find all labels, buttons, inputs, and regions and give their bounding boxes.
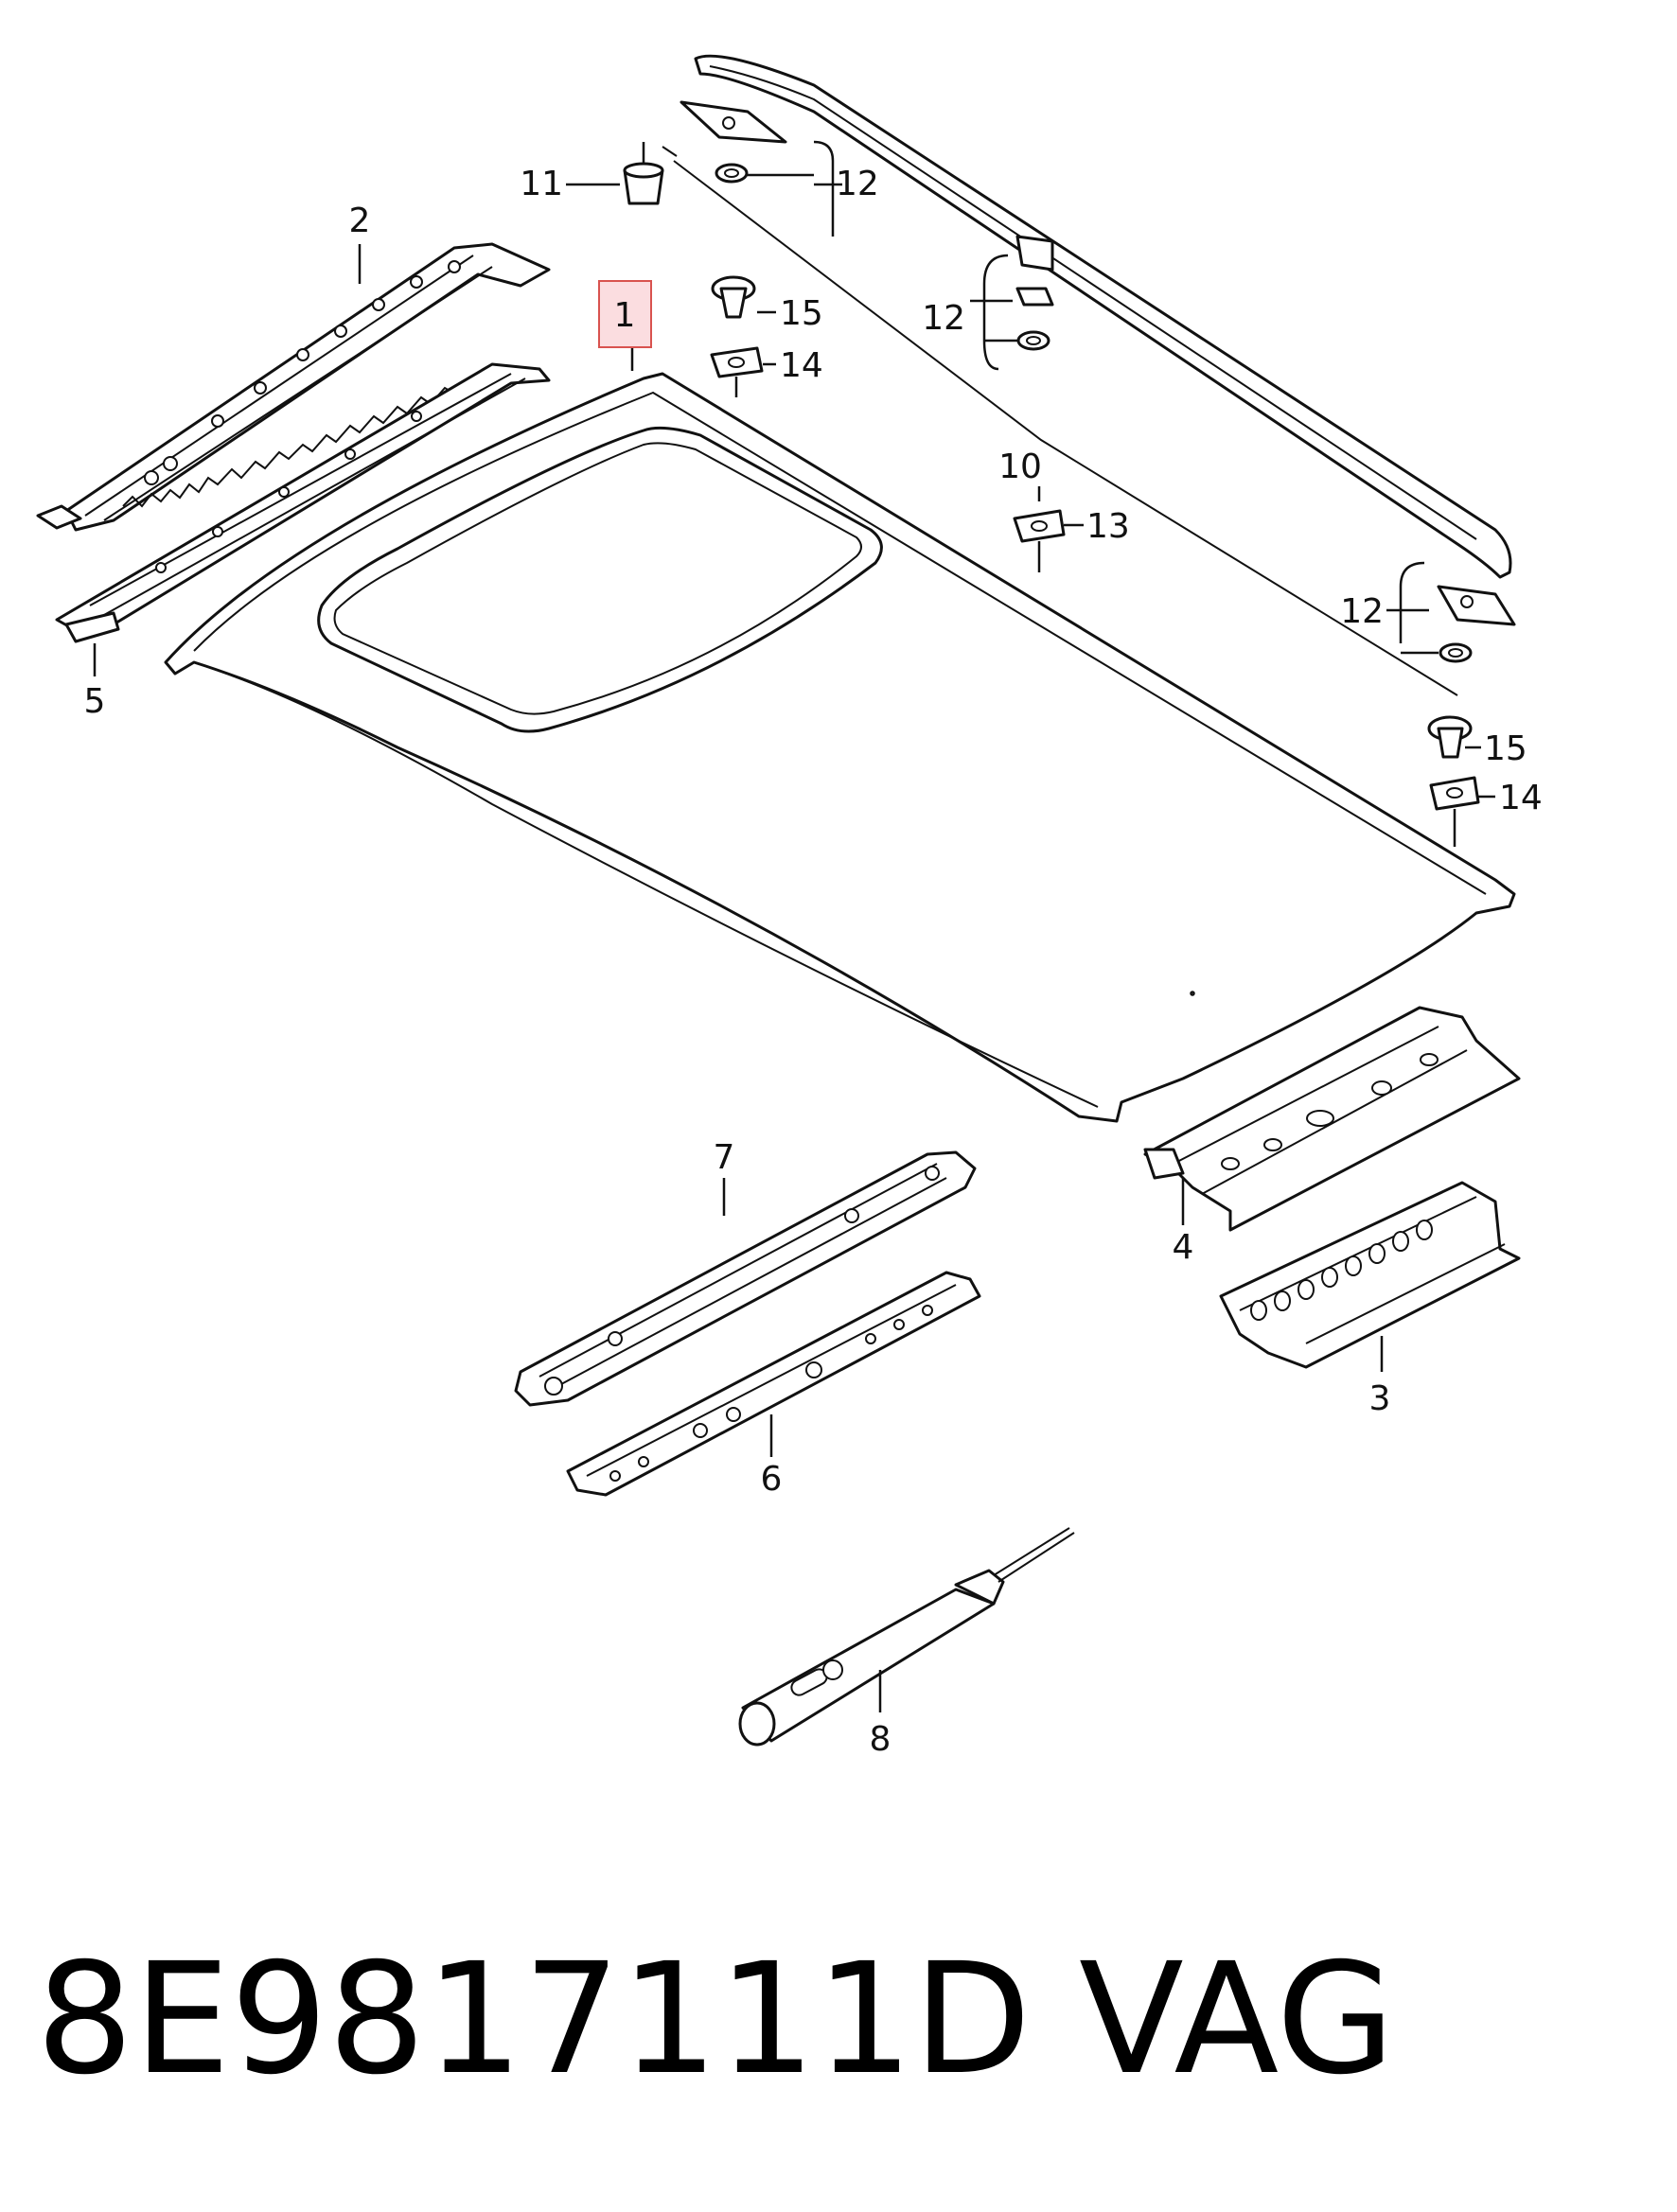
bolt-15-upper <box>711 275 756 319</box>
callout-4: 4 <box>1173 1228 1194 1267</box>
callout-14-upper: 14 <box>780 346 823 385</box>
nut-13 <box>1013 509 1066 543</box>
callout-1-highlight <box>598 280 652 348</box>
callout-7: 7 <box>714 1138 735 1177</box>
callout-12-lower: 12 <box>1340 592 1384 631</box>
nut-14-upper <box>710 346 764 378</box>
callout-12-top: 12 <box>836 165 879 203</box>
callout-2: 2 <box>349 202 371 240</box>
callout-8: 8 <box>870 1720 891 1759</box>
reinforcement-part-2 <box>36 242 551 532</box>
callout-15-upper: 15 <box>780 294 823 333</box>
part-number: 8E9817111D <box>36 1931 1032 2109</box>
cross-member-part-3 <box>1219 1181 1521 1369</box>
side-member-part-5 <box>55 362 551 643</box>
callout-10: 10 <box>998 448 1042 486</box>
roof-panel-part-1 <box>164 372 1516 1123</box>
callout-12-middle: 12 <box>922 299 965 338</box>
callout-11: 11 <box>520 165 563 203</box>
sealant-tube-part-8 <box>738 1527 1075 1747</box>
callout-6: 6 <box>761 1460 783 1499</box>
callout-labels: 1 2 3 4 5 6 7 8 10 11 12 12 12 13 14 14 … <box>84 165 1543 1759</box>
callout-14-lower: 14 <box>1499 779 1543 817</box>
nut-14-lower <box>1429 776 1480 811</box>
roof-rail-part-10 <box>680 54 1516 626</box>
callout-5: 5 <box>84 682 106 721</box>
callout-15-lower: 15 <box>1484 729 1527 768</box>
callout-3: 3 <box>1369 1379 1391 1418</box>
cross-member-part-6 <box>566 1271 981 1497</box>
guide-lines <box>662 146 1458 696</box>
bolt-15-lower <box>1427 715 1473 759</box>
callout-13: 13 <box>1086 507 1130 546</box>
callout-1: 1 <box>614 296 636 335</box>
leader-lines <box>93 140 1495 1712</box>
washer-group-12 <box>715 163 1473 663</box>
brand-name: VAG <box>1079 1931 1395 2109</box>
cross-member-part-7 <box>514 1150 977 1407</box>
fastener-11 <box>623 142 664 205</box>
